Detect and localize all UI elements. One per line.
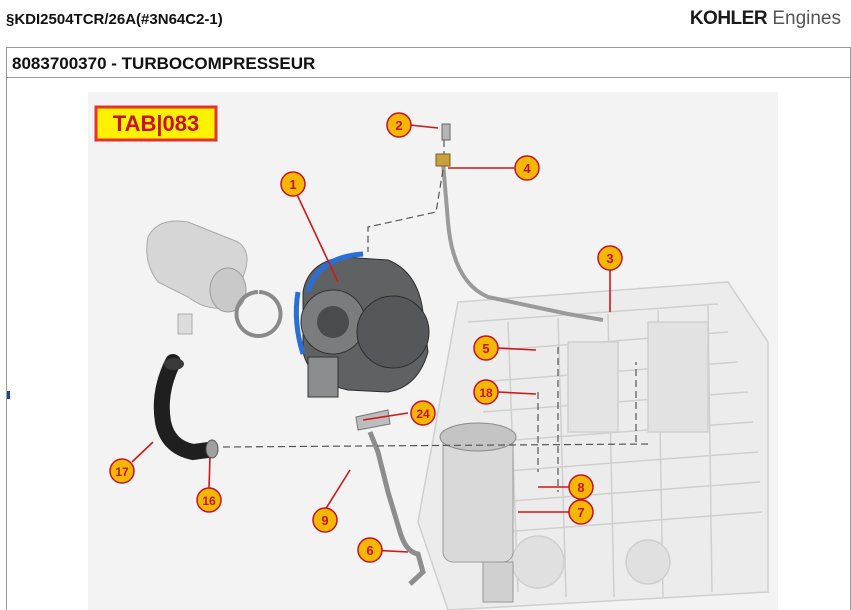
callout-4: 4: [514, 155, 540, 181]
callout-2-label: 2: [395, 118, 402, 133]
callout-5-label: 5: [482, 341, 489, 356]
oil-feed-pipe: [435, 123, 604, 322]
section-title-bar: 8083700370 - TURBOCOMPRESSEUR: [6, 47, 851, 78]
callout-18: 18: [473, 379, 499, 405]
callout-16: 16: [196, 487, 222, 513]
callout-9-label: 9: [321, 513, 328, 528]
callout-1: 1: [280, 171, 306, 197]
callout-8: 8: [568, 474, 594, 500]
brand-suffix: Engines: [772, 8, 841, 29]
callout-2: 2: [386, 112, 412, 138]
tab-label-text: TAB|083: [113, 111, 199, 136]
callout-7: 7: [568, 499, 594, 525]
tab-label: TAB|083: [94, 105, 218, 142]
callout-17: 17: [109, 458, 135, 484]
callout-8-label: 8: [577, 480, 584, 495]
brand-name: KOHLER: [689, 8, 768, 29]
callout-6: 6: [357, 537, 383, 563]
kohler-logo: KOHLER Engines: [690, 8, 841, 30]
oil-return-pipe: [355, 409, 426, 586]
callout-24-label: 24: [416, 407, 430, 421]
callout-3: 3: [597, 245, 623, 271]
callout-1-label: 1: [289, 177, 296, 192]
oil-filter-housing: [439, 422, 517, 603]
assembly-lines: [222, 140, 649, 492]
diagram-svg: TAB|083 1 2 3: [94, 105, 769, 610]
callout-16-label: 16: [202, 494, 216, 508]
callout-17-label: 17: [115, 465, 129, 479]
document-code: §KDI2504TCR/26A(#3N64C2-1): [6, 11, 223, 28]
callout-5: 5: [473, 335, 499, 361]
hose-17: [153, 354, 219, 461]
exploded-parts-diagram: TAB|083 1 2 3: [88, 92, 778, 610]
turbocharger: [293, 251, 430, 398]
callout-24: 24: [410, 400, 436, 426]
section-title: 8083700370 - TURBOCOMPRESSEUR: [12, 54, 316, 73]
panel-marker: [7, 391, 10, 399]
leader-lines: [131, 124, 611, 553]
callout-3-label: 3: [606, 251, 613, 266]
callout-7-label: 7: [577, 505, 584, 520]
intake-elbow: [146, 220, 283, 338]
page-header: §KDI2504TCR/26A(#3N64C2-1) KOHLER Engine…: [0, 0, 851, 44]
callout-6-label: 6: [366, 543, 373, 558]
callout-9: 9: [312, 507, 338, 533]
callout-18-label: 18: [479, 386, 493, 400]
callout-4-label: 4: [523, 161, 531, 176]
